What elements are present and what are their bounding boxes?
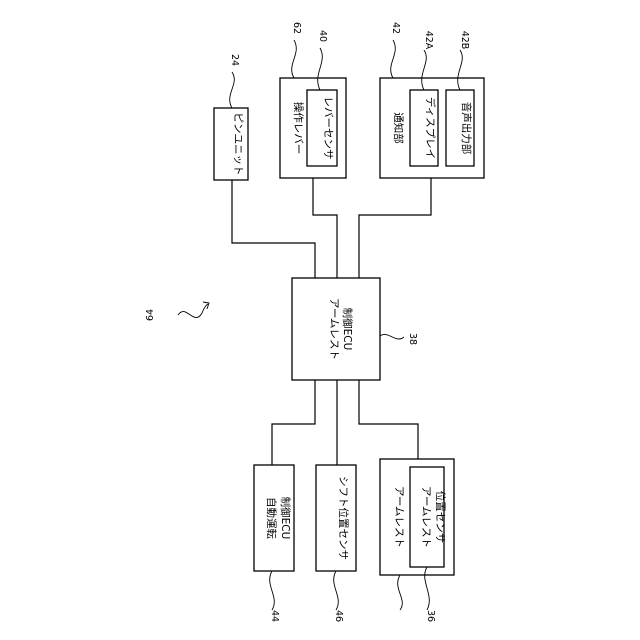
central-ecu-leader [380, 334, 404, 339]
shift-sensor-label: シフト位置センサ [337, 476, 350, 560]
notification-ref: 42 [390, 22, 401, 34]
notification-leader [391, 40, 396, 78]
armrest-ref: 36 [425, 610, 436, 622]
central-ecu-label-2: 制御ECU [341, 308, 354, 351]
notification-label: 通知部 [392, 112, 405, 144]
wire-operation-lever [313, 178, 337, 278]
auto-drive-ecu-block: 自動運転 制御ECU 44 [254, 465, 294, 622]
shift-sensor-block: シフト位置センサ 46 [316, 465, 356, 622]
pin-unit-ref: 24 [229, 54, 240, 66]
shift-sensor-ref: 46 [333, 610, 344, 622]
auto-drive-ecu-label-1: 自動運転 [265, 497, 278, 539]
figure-ref-label: 64 [145, 309, 156, 321]
auto-drive-ecu-ref: 44 [269, 610, 280, 622]
operation-lever-leader [292, 40, 297, 78]
wire-notification [359, 178, 431, 278]
pin-unit-block: ピンユニット 24 [214, 54, 248, 180]
central-ecu-block: アームレスト 制御ECU 38 [292, 278, 418, 380]
operation-lever-block: 操作レバー レバーセンサ 62 40 [280, 22, 346, 178]
wire-auto-drive-ecu [272, 380, 315, 465]
pin-unit-label: ピンユニット [232, 113, 244, 176]
wire-armrest [359, 380, 418, 459]
armrest-leader [398, 575, 403, 610]
operation-lever-label: 操作レバー [292, 102, 305, 155]
wire-pin-unit [232, 180, 315, 278]
armrest-sensor-label-1: アームレスト [420, 486, 432, 548]
audio-output-ref: 42B [459, 31, 470, 50]
lever-sensor-label: レバーセンサ [322, 97, 334, 160]
central-ecu-ref: 38 [407, 333, 418, 345]
pin-unit-leader [230, 72, 235, 108]
display-ref: 42A [423, 31, 434, 50]
armrest-sensor-label-2: 位置センサ [434, 491, 447, 544]
audio-output-label: 音声出力部 [460, 102, 473, 155]
shift-sensor-leader [334, 571, 339, 610]
shift-sensor-box [316, 465, 356, 571]
operation-lever-ref: 62 [291, 22, 302, 34]
central-ecu-label-1: アームレスト [328, 298, 340, 360]
armrest-label: アームレスト [393, 486, 405, 548]
auto-drive-ecu-leader [270, 571, 275, 610]
figure-ref: 64 [145, 302, 209, 321]
auto-drive-ecu-label-2: 制御ECU [279, 497, 292, 540]
notification-block: 通知部 ディスプレイ 音声出力部 42 42A 42B [380, 22, 484, 178]
figure-ref-arrow [178, 304, 208, 318]
display-label: ディスプレイ [424, 97, 437, 159]
lever-sensor-ref: 40 [317, 30, 328, 42]
armrest-block: アームレスト アームレスト 位置センサ 36 [380, 459, 454, 622]
